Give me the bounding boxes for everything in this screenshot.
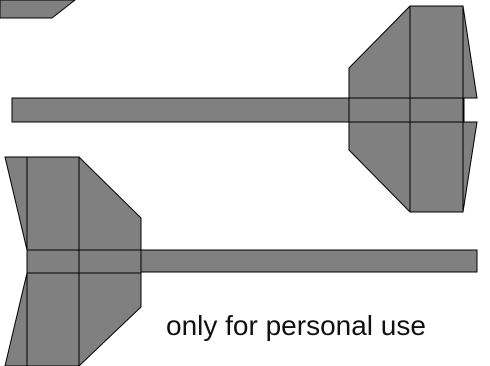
dart-lower-fin-bottom xyxy=(4,272,142,366)
dart-upper-shaft xyxy=(11,97,350,123)
dart-lower-shaft xyxy=(140,249,478,273)
dart-lower-fin-top xyxy=(4,156,142,251)
dart-lower xyxy=(4,156,478,366)
personal-use-notice: only for personal use xyxy=(166,310,426,341)
partial-fin-top-left xyxy=(0,0,76,19)
dart-upper-fin-bottom xyxy=(348,121,478,213)
dart-lower-hub xyxy=(26,249,142,274)
dart-upper xyxy=(11,5,478,213)
dart-upper-fin-top xyxy=(348,5,478,99)
dart-upper-hub xyxy=(348,97,465,123)
